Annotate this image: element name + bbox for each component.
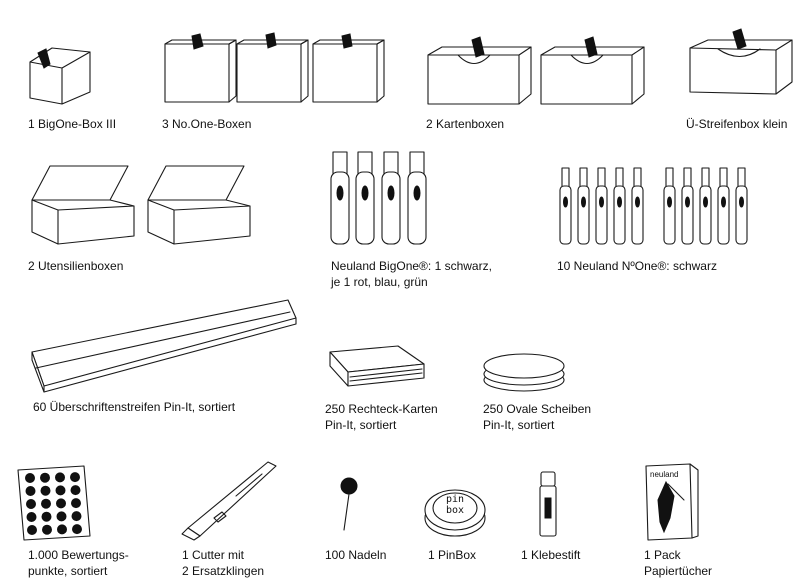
- marker-body: [717, 185, 730, 245]
- marker-label-mark: [563, 196, 568, 208]
- klebestift-label: 1 Klebestift: [521, 548, 581, 562]
- voting-dot: [41, 498, 51, 509]
- cutter-label-1: 1 Cutter mit: [182, 548, 245, 562]
- noone-boxes-label: 3 No.One-Boxen: [162, 117, 252, 131]
- voting-dot: [70, 472, 80, 483]
- marker-label-mark: [581, 196, 586, 208]
- ovale-label-2: Pin-It, sortiert: [483, 418, 555, 432]
- voting-dot: [72, 524, 82, 535]
- voting-dot: [42, 524, 52, 535]
- papiertuecher-label-2: Papiertücher: [644, 564, 713, 578]
- voting-dot: [25, 486, 36, 496]
- voting-dot: [41, 511, 52, 522]
- marker-label-mark: [721, 196, 726, 208]
- streifenbox-label: Ü-Streifenbox klein: [686, 117, 788, 131]
- nadeln-label: 100 Nadeln: [325, 548, 387, 562]
- marker-body: [631, 185, 644, 245]
- voting-dot: [56, 511, 67, 522]
- marker-body: [681, 185, 694, 245]
- ovale-label-1: 250 Ovale Scheiben: [483, 402, 592, 416]
- marker-body: [577, 185, 590, 245]
- marker-label-mark: [617, 196, 622, 208]
- marker-label-mark: [685, 196, 690, 208]
- voting-dot: [55, 485, 66, 496]
- marker-label-mark: [739, 196, 744, 208]
- voting-dot: [70, 485, 81, 496]
- bigone-marker-label-2: je 1 rot, blau, grün: [331, 275, 428, 289]
- voting-dot: [27, 525, 37, 535]
- punkte-label-1: 1.000 Bewertungs-: [28, 548, 129, 562]
- voting-dot: [40, 472, 50, 483]
- punkte-label-2: punkte, sortiert: [28, 564, 108, 578]
- marker-label-mark: [635, 196, 640, 208]
- marker-body: [735, 185, 748, 245]
- papiertuecher-brand: neuland: [650, 470, 679, 479]
- voting-dot: [55, 472, 65, 483]
- marker-body: [663, 185, 676, 245]
- utensilienboxen-label: 2 Utensilienboxen: [28, 259, 124, 273]
- voting-dot: [71, 511, 82, 522]
- noone-marker-label: 10 Neuland NºOne®: schwarz: [557, 259, 717, 273]
- marker-body: [595, 185, 608, 245]
- cutter-label-2: 2 Ersatzklingen: [182, 564, 265, 578]
- voting-dot: [25, 473, 35, 483]
- marker-body: [559, 185, 572, 245]
- pinbox-label: 1 PinBox: [428, 548, 477, 562]
- streifen-label: 60 Überschriftenstreifen Pin-It, sortier…: [33, 400, 236, 414]
- marker-body: [699, 185, 712, 245]
- marker-body: [613, 185, 626, 245]
- rechteck-label-1: 250 Rechteck-Karten: [325, 402, 438, 416]
- pinbox-lid-text: pin box: [445, 494, 465, 516]
- marker-label-mark: [703, 196, 708, 208]
- bigone-box-label: 1 BigOne-Box III: [28, 117, 117, 131]
- voting-dot: [57, 524, 67, 535]
- rechteck-label-2: Pin-It, sortiert: [325, 418, 397, 432]
- voting-dot: [26, 499, 36, 509]
- voting-dot: [71, 498, 81, 509]
- voting-dot: [56, 498, 66, 509]
- kartenboxen-label: 2 Kartenboxen: [426, 117, 505, 131]
- marker-label-mark: [599, 196, 604, 208]
- voting-dot: [26, 512, 37, 522]
- papiertuecher-label-1: 1 Pack: [644, 548, 681, 562]
- bigone-marker-label-1: Neuland BigOne®: 1 schwarz,: [331, 259, 492, 273]
- voting-dot: [40, 485, 51, 496]
- marker-label-mark: [667, 196, 672, 208]
